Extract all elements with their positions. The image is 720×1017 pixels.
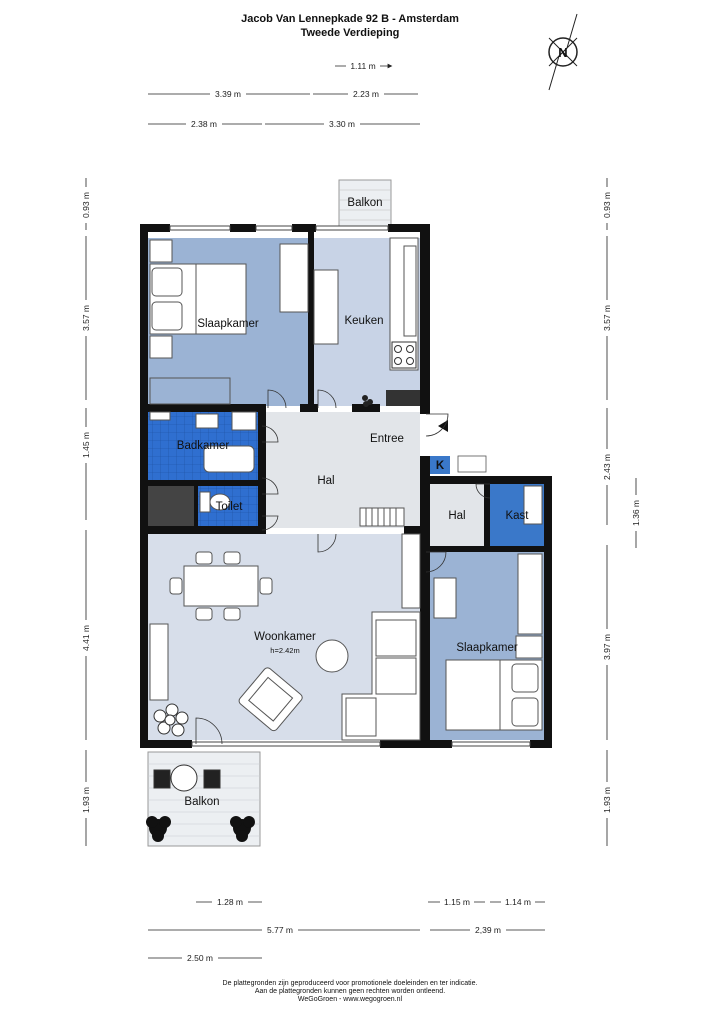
dim-right-2: 3.57 m (602, 305, 612, 331)
dining-table-icon (169, 551, 273, 621)
label-keuken: Keuken (344, 315, 383, 327)
bed-1-icon (149, 263, 247, 335)
label-badkamer: Badkamer (177, 440, 230, 452)
footer-line-3: WeGoGroen - www.wegogroen.nl (297, 996, 403, 1003)
dim-bottom-1b: 1.15 m (444, 897, 470, 907)
closet-k-area (430, 456, 450, 474)
nightstand-icon (149, 239, 173, 263)
toilet-icon (199, 491, 231, 513)
plant-small-icon (362, 395, 373, 407)
label-kast-k: K (436, 460, 445, 472)
wardrobe-icon (279, 243, 309, 313)
appliance-icon (386, 390, 420, 406)
dim-top-2b: 2.23 m (353, 89, 379, 99)
footer-line-1: De plattegronden zijn geproduceerd voor … (222, 980, 478, 987)
dim-top-1: 1.11 m (350, 61, 375, 71)
floor-title: Tweede Verdieping (300, 27, 400, 39)
dim-top-3b: 3.30 m (329, 119, 355, 129)
dim-left-4: 4.41 m (81, 625, 91, 651)
balcony-table-icon (153, 764, 221, 792)
dresser-icon (149, 377, 231, 405)
label-slaapkamer-2: Slaapkamer (456, 642, 518, 654)
dim-right-inner: 1.36 m (631, 500, 641, 526)
dim-bottom-1a: 1.28 m (217, 897, 243, 907)
dim-left-3: 1.45 m (81, 432, 91, 458)
label-ceiling-height: h=2.42m (270, 646, 299, 655)
bathtub-icon (203, 445, 255, 473)
dim-right-3: 2.43 m (602, 454, 612, 480)
label-hal-main: Hal (317, 475, 334, 487)
label-woonkamer: Woonkamer (254, 631, 316, 643)
nightstand-icon (149, 335, 173, 359)
dim-bottom-2a: 5.77 m (267, 925, 293, 935)
meter-icon (457, 455, 487, 473)
address-title: Jacob Van Lennepkade 92 B - Amsterdam (241, 13, 459, 25)
wardrobe-icon (517, 553, 543, 635)
armchair-icon (238, 667, 303, 732)
dim-left-2: 3.57 m (81, 305, 91, 331)
planter-icon (146, 816, 255, 842)
sink-icon (195, 413, 219, 429)
balcony-top-area (338, 179, 392, 231)
walls (140, 224, 552, 748)
sideboard-icon (149, 623, 169, 701)
dim-top-3a: 2.38 m (191, 119, 217, 129)
hall-small-area (430, 484, 484, 546)
label-balkon-bottom: Balkon (184, 796, 219, 808)
bed-2-icon (445, 659, 543, 731)
dim-right-5: 1.93 m (602, 787, 612, 813)
compass-icon: N (548, 13, 578, 91)
compass-letter: N (558, 45, 567, 60)
label-entree: Entree (370, 433, 404, 445)
footer-disclaimer: De plattegronden zijn geproduceerd voor … (0, 980, 700, 1004)
radiator-icon (359, 507, 405, 527)
label-toilet: Toilet (216, 501, 244, 513)
dim-bottom-1c: 1.14 m (505, 897, 531, 907)
dim-top-2a: 3.39 m (215, 89, 241, 99)
entrance-arrow-icon (438, 420, 448, 432)
dim-right-1: 0.93 m (602, 192, 612, 218)
desk-chair-icon (433, 577, 457, 619)
footer-line-2: Aan de plattegronden kunnen geen rechten… (254, 988, 446, 995)
nightstand-icon (515, 635, 543, 659)
label-balkon-top: Balkon (347, 197, 382, 209)
shower-drain-icon (149, 411, 171, 421)
label-slaapkamer-1: Slaapkamer (197, 318, 259, 330)
dim-left-1: 0.93 m (81, 192, 91, 218)
door-swings (195, 389, 491, 745)
dim-right-4: 3.97 m (602, 634, 612, 660)
dim-bottom-3a: 2.50 m (187, 953, 213, 963)
plant-icon (153, 703, 189, 737)
dim-left-5: 1.93 m (81, 787, 91, 813)
shaft-area (148, 486, 196, 526)
stove-icon (391, 341, 417, 369)
sink-icon (231, 411, 257, 431)
coffee-table-icon (315, 639, 349, 673)
closet-shelf-icon (523, 485, 543, 525)
dim-bottom-2b: 2,39 m (475, 925, 501, 935)
label-kast: Kast (505, 510, 529, 522)
label-hal-small: Hal (448, 510, 465, 522)
tv-cabinet-icon (401, 533, 421, 609)
sofa-icon (341, 611, 421, 741)
